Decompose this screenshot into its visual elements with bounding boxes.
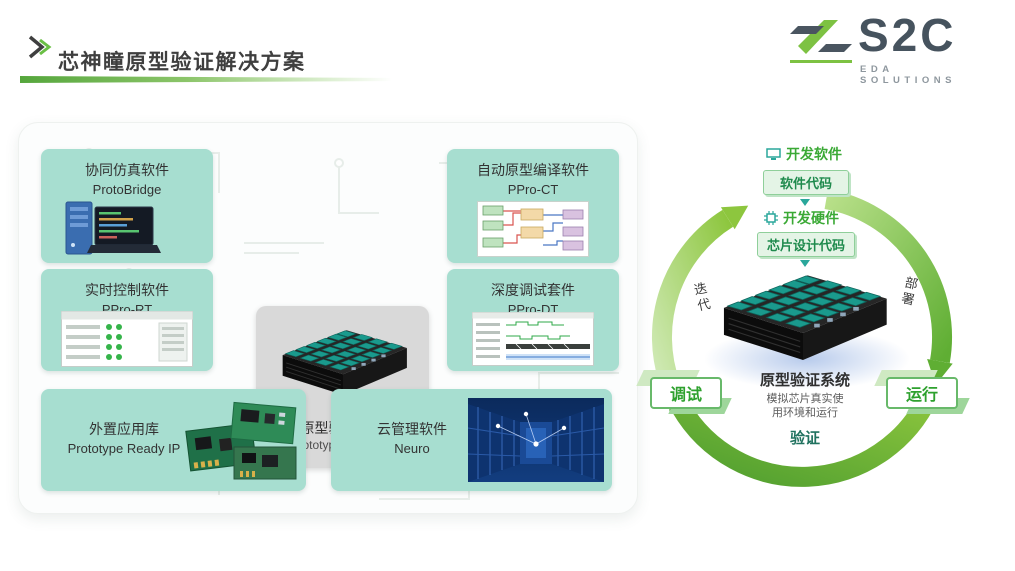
box-subtitle: Neuro [394, 441, 430, 456]
box-title: 云管理软件 [377, 421, 447, 437]
ready-ip-boards-image [185, 401, 297, 480]
prototyping-system-image-large [723, 275, 887, 360]
box-protobridge: 协同仿真软件 ProtoBridge [41, 149, 213, 263]
cycle-system-title: 原型验证系统 [759, 372, 850, 389]
run-text: 运行 [905, 387, 938, 404]
box-title: 深度调试套件 [491, 282, 575, 298]
dev-hardware-text: 开发硬件 [783, 210, 839, 226]
box-subtitle: Prototype Ready IP [67, 441, 181, 456]
logo-text: S2C [858, 9, 957, 61]
box-subtitle: PPro-CT [507, 182, 559, 197]
down-arrow-icon [800, 199, 810, 206]
solution-panel: 协同仿真软件 ProtoBridge 实时控制软件 PPro-RT [18, 122, 638, 514]
s2c-logo-icon [790, 20, 852, 63]
logo-tagline: EDA SOLUTIONS [860, 64, 956, 86]
box-ppro-ct: 自动原型编译软件 PPro-CT [447, 149, 619, 263]
software-code-text: 软件代码 [779, 176, 832, 191]
run-tag: 运行 [886, 377, 958, 409]
box-ppro-rt: 实时控制软件 PPro-RT [41, 269, 213, 371]
box-ppro-dt: 深度调试套件 PPro-DT [447, 269, 619, 371]
box-prototype-ready-ip: 外置应用库 Prototype Ready IP [41, 389, 306, 491]
box-text: 云管理软件 Neuro [347, 419, 477, 456]
verify-label: 验证 [789, 430, 820, 447]
protobridge-image [65, 201, 161, 255]
dev-hardware-label: 开发硬件 [764, 208, 839, 228]
debug-tag: 调试 [650, 377, 722, 409]
box-subtitle: ProtoBridge [92, 182, 162, 197]
ppro-ct-image [477, 201, 589, 257]
cycle-arrows [651, 189, 953, 487]
box-title: 实时控制软件 [85, 282, 169, 298]
box-text: 外置应用库 Prototype Ready IP [49, 419, 199, 456]
title-underline-decoration [20, 76, 392, 83]
monitor-icon [766, 147, 781, 160]
dev-software-text: 开发软件 [786, 146, 842, 162]
cycle-system-desc-line2: 用环境和运行 [772, 407, 838, 419]
down-arrow-icon [800, 260, 810, 267]
box-neuro: 云管理软件 Neuro [331, 389, 612, 491]
ppro-dt-image [472, 312, 594, 366]
chip-design-code-box: 芯片设计代码 [757, 232, 855, 257]
dev-software-label: 开发软件 [766, 144, 842, 164]
neuro-datacenter-image [468, 398, 604, 482]
chip-design-code-text: 芯片设计代码 [766, 238, 845, 253]
prototyping-system-image [282, 330, 407, 395]
box-title: 自动原型编译软件 [477, 162, 589, 178]
s2c-logo: S2C EDA SOLUTIONS [790, 9, 996, 86]
software-code-box: 软件代码 [763, 170, 849, 195]
box-title: 协同仿真软件 [85, 162, 169, 178]
debug-text: 调试 [669, 387, 702, 404]
ppro-rt-image [61, 311, 193, 367]
cycle-system-desc-line1: 模拟芯片真实使 [766, 393, 844, 405]
page-title: 芯神瞳原型验证解决方案 [58, 51, 306, 75]
chip-icon [764, 211, 778, 225]
box-title: 外置应用库 [89, 421, 159, 437]
title-chevron-icon [28, 35, 52, 59]
